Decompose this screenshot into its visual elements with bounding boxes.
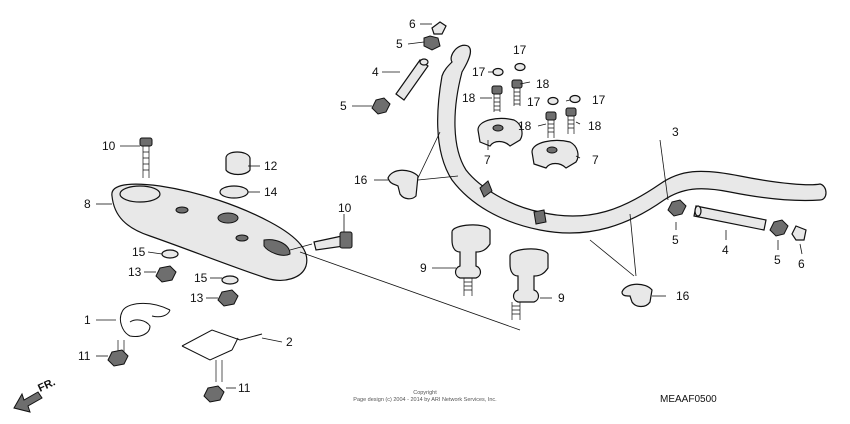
callout-12: 12 <box>264 159 278 173</box>
callout-17-c: 17 <box>527 95 541 109</box>
lower-holder-right <box>509 248 549 320</box>
cable-clamp-right <box>589 213 653 308</box>
balance-weight-right <box>693 205 767 231</box>
wire-bracket-1 <box>107 303 171 367</box>
upper-holder-right <box>531 139 579 169</box>
callout-3: 3 <box>672 125 679 139</box>
upper-holder-left <box>477 117 523 147</box>
callout-16-right: 16 <box>676 289 690 303</box>
callout-5-top-a: 5 <box>396 37 403 51</box>
front-label: FR. <box>36 376 57 394</box>
callout-2: 2 <box>286 335 293 349</box>
top-bridge <box>111 183 308 281</box>
bolt-caps <box>492 62 581 106</box>
callout-13-a: 13 <box>128 265 142 279</box>
balance-weight-left <box>395 58 429 101</box>
callout-14: 14 <box>264 185 278 199</box>
leader-lines <box>96 23 803 389</box>
copyright-title: Copyright <box>413 390 437 396</box>
callout-15-b: 15 <box>194 271 208 285</box>
weight-fasteners <box>371 21 807 241</box>
lower-holder-left <box>451 224 491 296</box>
bridge-fasteners <box>139 137 521 331</box>
callout-1: 1 <box>84 313 91 327</box>
callout-17-a: 17 <box>513 43 527 57</box>
callout-5-right-a: 5 <box>672 233 679 247</box>
callout-18-c: 18 <box>518 119 532 133</box>
callout-6-right: 6 <box>798 257 805 271</box>
callout-17-d: 17 <box>592 93 606 107</box>
diagram-code: MEAAF0500 <box>660 394 717 405</box>
callout-10-side: 10 <box>338 201 352 215</box>
callout-7-left: 7 <box>484 153 491 167</box>
callout-16-left: 16 <box>354 173 368 187</box>
callout-9-left: 9 <box>420 261 427 275</box>
callout-18-b: 18 <box>462 91 476 105</box>
callout-15-a: 15 <box>132 245 146 259</box>
cable-clamp-left <box>387 131 459 200</box>
callout-18-a: 18 <box>536 77 550 91</box>
callout-18-d: 18 <box>588 119 602 133</box>
callout-4-right: 4 <box>722 243 729 257</box>
callout-11-left: 11 <box>78 349 91 363</box>
callout-7-right: 7 <box>592 153 599 167</box>
callout-17-b: 17 <box>472 65 486 79</box>
wire-bracket-2 <box>181 329 263 403</box>
callout-9-right: 9 <box>558 291 565 305</box>
callout-13-b: 13 <box>190 291 204 305</box>
holder-bolts <box>491 79 577 138</box>
copyright-text: Page design (c) 2004 - 2014 by ARI Netwo… <box>353 397 497 403</box>
callout-10-top: 10 <box>102 139 116 153</box>
callout-labels: 6 5 4 5 17 17 18 18 17 17 18 18 7 7 3 16… <box>78 17 805 395</box>
callout-8: 8 <box>84 197 91 211</box>
callout-6-top: 6 <box>409 17 416 31</box>
callout-11-right: 11 <box>238 381 251 395</box>
arrow-icon <box>13 391 43 413</box>
front-direction-indicator: FR. <box>13 376 57 413</box>
handlebar <box>437 44 827 234</box>
callout-5-right-b: 5 <box>774 253 781 267</box>
callout-5-top-b: 5 <box>340 99 347 113</box>
callout-4-left: 4 <box>372 65 379 79</box>
